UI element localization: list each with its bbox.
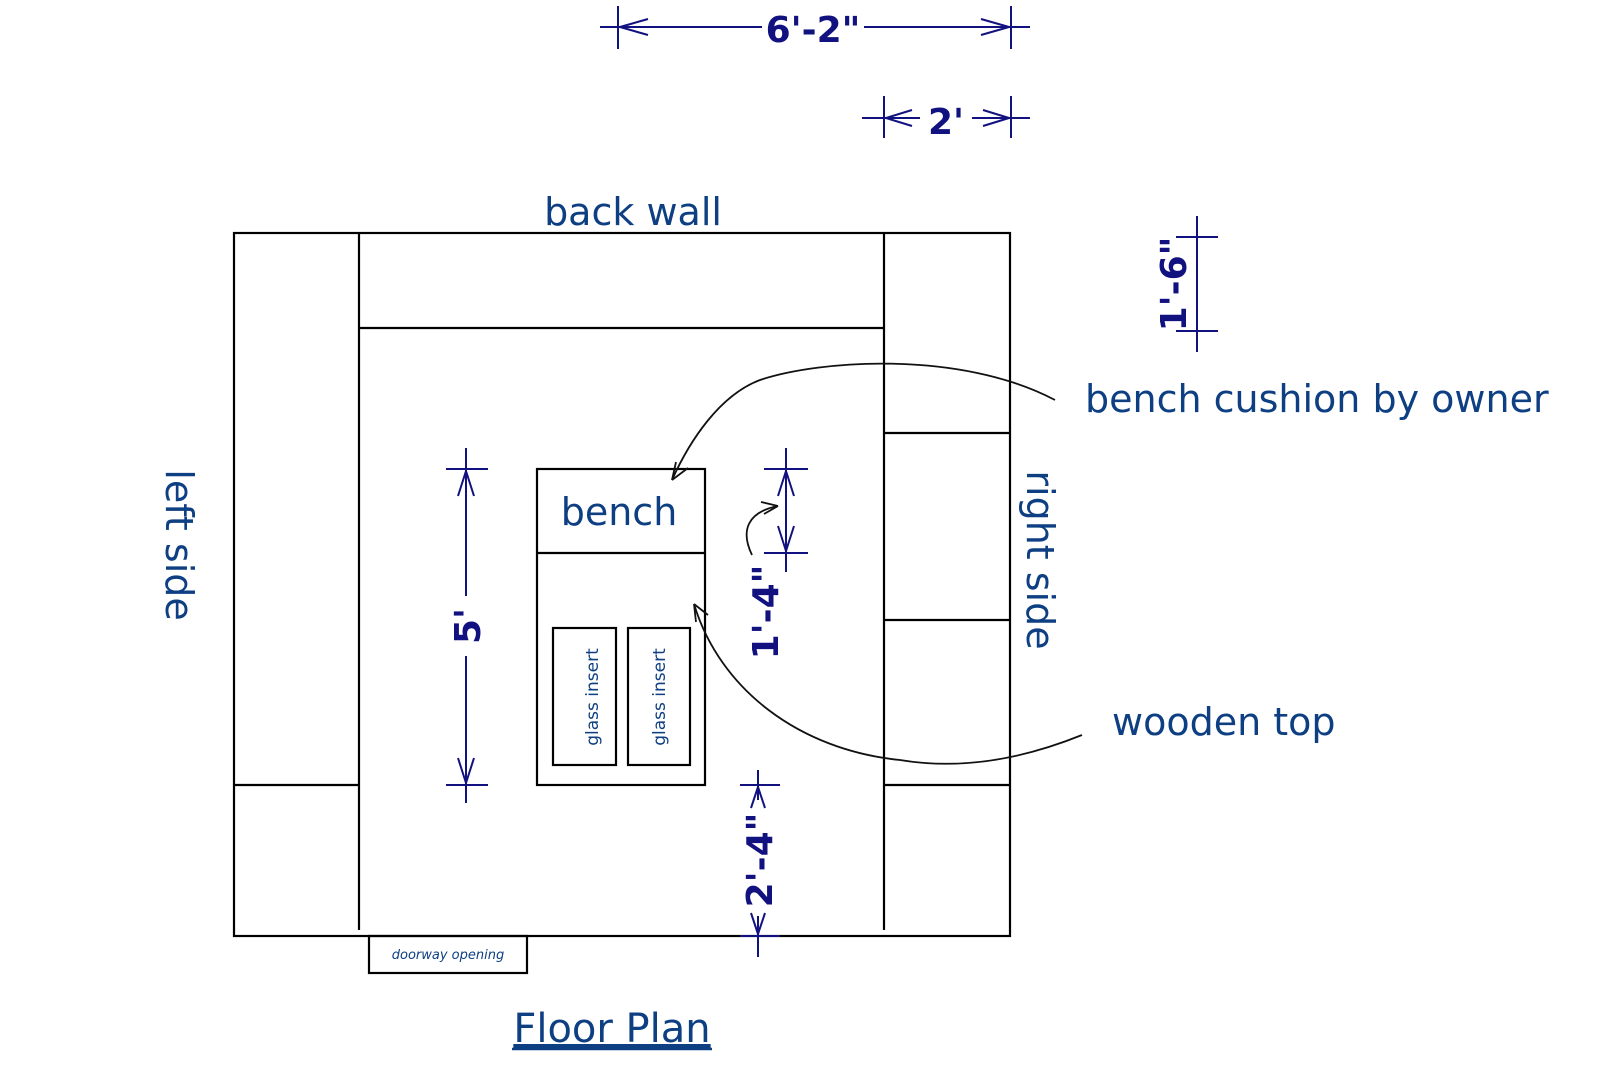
glass-insert-1-label: glass insert <box>583 648 603 746</box>
bench-label: bench <box>561 490 678 534</box>
dimension-shelf-height: 1'-6" <box>1154 216 1218 352</box>
glass-insert-2 <box>626 626 692 767</box>
outer-outline <box>232 231 1012 938</box>
structure: doorway opening bench glass insert glass… <box>232 231 1012 975</box>
dimension-front-clearance: 2'-4" <box>740 770 781 957</box>
dimension-overall-width: 6'-2" <box>600 6 1030 51</box>
leader-curve <box>693 603 1083 765</box>
dimension-cushion-depth: 1'-4" <box>746 448 808 659</box>
bench-cushion-label: bench cushion by owner <box>1085 377 1549 421</box>
left-side-label: left side <box>157 469 201 620</box>
bench-length-value: 5' <box>448 608 489 644</box>
right-side-label: right side <box>1018 470 1062 649</box>
doorway-label: doorway opening <box>392 948 504 963</box>
doorway-box <box>367 934 529 975</box>
back-wall-label: back wall <box>544 190 722 234</box>
dimension-bench-length: 5' <box>446 448 489 803</box>
wooden-top-label: wooden top <box>1112 700 1336 744</box>
leader-curve <box>671 362 1056 481</box>
page-title: Floor Plan <box>513 1006 710 1052</box>
overall-width-value: 6'-2" <box>766 10 861 51</box>
leader-curve <box>745 505 779 556</box>
arrowhead-icon <box>671 461 689 481</box>
dimension-side-depth: 2' <box>862 96 1030 143</box>
cushion-depth-value: 1'-4" <box>746 565 787 660</box>
callout-cushion-dim-pointer <box>745 501 779 556</box>
glass-insert-2-label: glass insert <box>650 648 670 746</box>
callout-bench-cushion: bench cushion by owner <box>671 362 1549 481</box>
front-clearance-value: 2'-4" <box>740 813 781 908</box>
callout-wooden-top: wooden top <box>693 603 1336 765</box>
shelf-height-value: 1'-6" <box>1154 237 1195 332</box>
arrowhead-icon <box>760 501 779 515</box>
side-depth-value: 2' <box>928 102 964 143</box>
bench-outline <box>535 467 707 787</box>
glass-insert-1 <box>551 626 618 767</box>
arrowhead-icon <box>693 603 709 623</box>
